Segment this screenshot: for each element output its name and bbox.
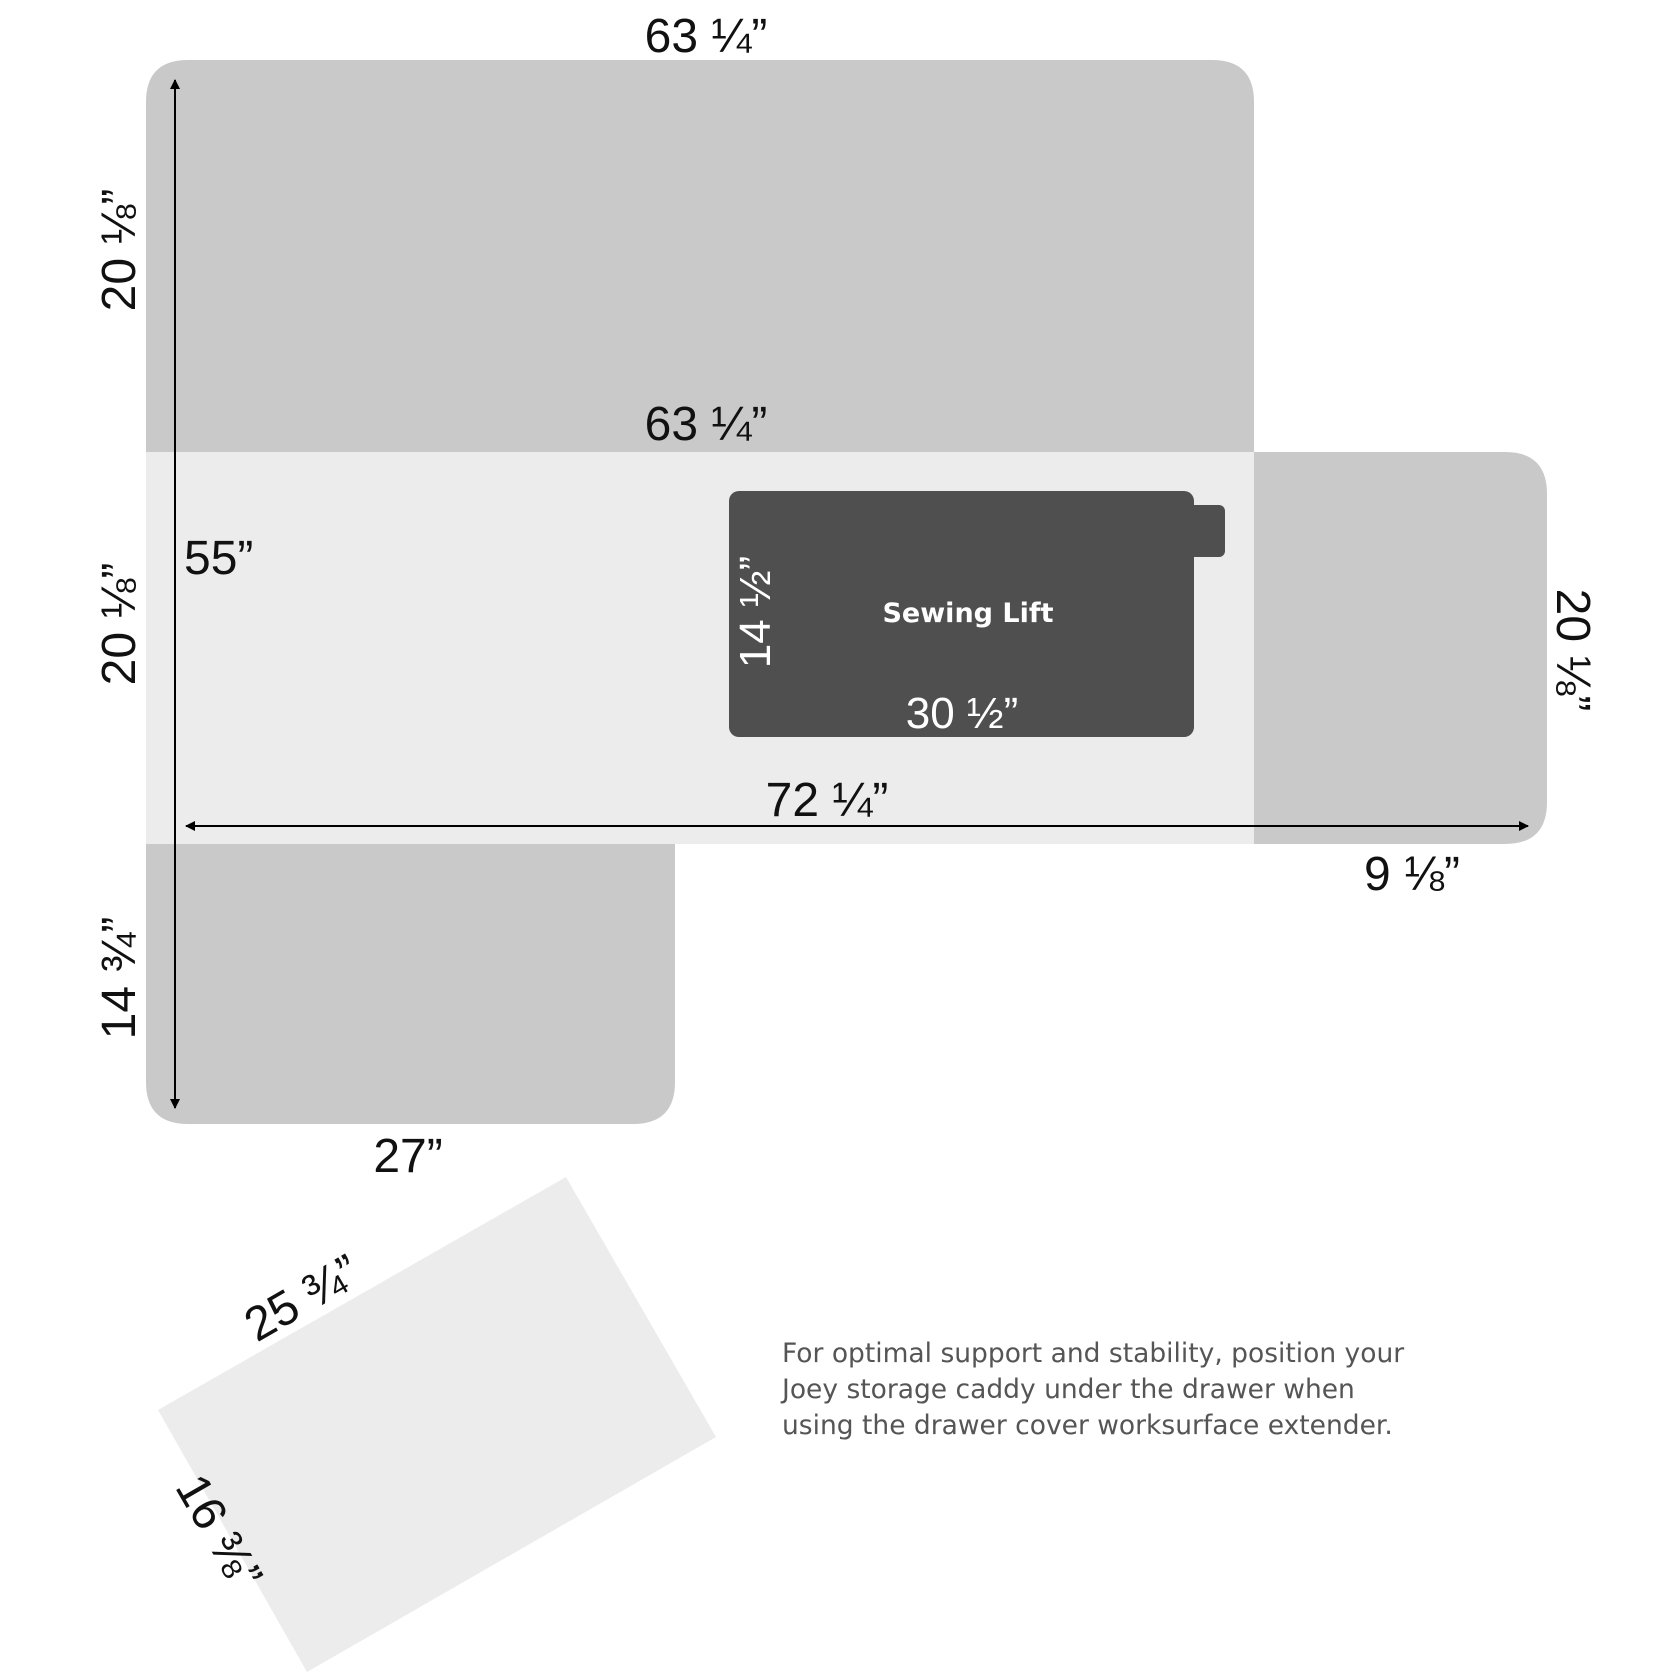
- total-depth-label: 55”: [184, 532, 253, 585]
- sewing-lift-label: Sewing Lift: [882, 598, 1053, 629]
- side-width-label: 9 ⅛”: [1364, 848, 1460, 901]
- note-line: For optimal support and stability, posit…: [782, 1338, 1405, 1369]
- lift-width-label: 30 ½”: [906, 689, 1019, 738]
- top-panel: [146, 60, 1254, 452]
- side-panel: [1254, 452, 1547, 844]
- note-line: using the drawer cover worksurface exten…: [782, 1410, 1393, 1441]
- bottom-panel: [146, 844, 675, 1124]
- middle-depth-label: 20 ⅛”: [93, 563, 146, 686]
- lift-depth-label: 14 ½”: [731, 556, 780, 669]
- storage-caddy: [158, 1177, 716, 1672]
- top-width-label: 63 ¼”: [645, 10, 768, 63]
- sewing-lift: [729, 491, 1194, 737]
- sewing-lift-tab: [1186, 505, 1225, 557]
- top-depth-label: 20 ⅛”: [93, 189, 146, 312]
- note-line: Joey storage caddy under the drawer when: [782, 1374, 1355, 1405]
- caddy-note: For optimal support and stability, posit…: [782, 1336, 1422, 1444]
- bottom-width-label: 27”: [373, 1130, 442, 1183]
- side-depth-label: 20 ⅛”: [1546, 589, 1599, 712]
- middle-width-label: 63 ¼”: [645, 398, 768, 451]
- bottom-depth-label: 14 ¾”: [93, 917, 146, 1040]
- total-width-label: 72 ¼”: [766, 774, 889, 827]
